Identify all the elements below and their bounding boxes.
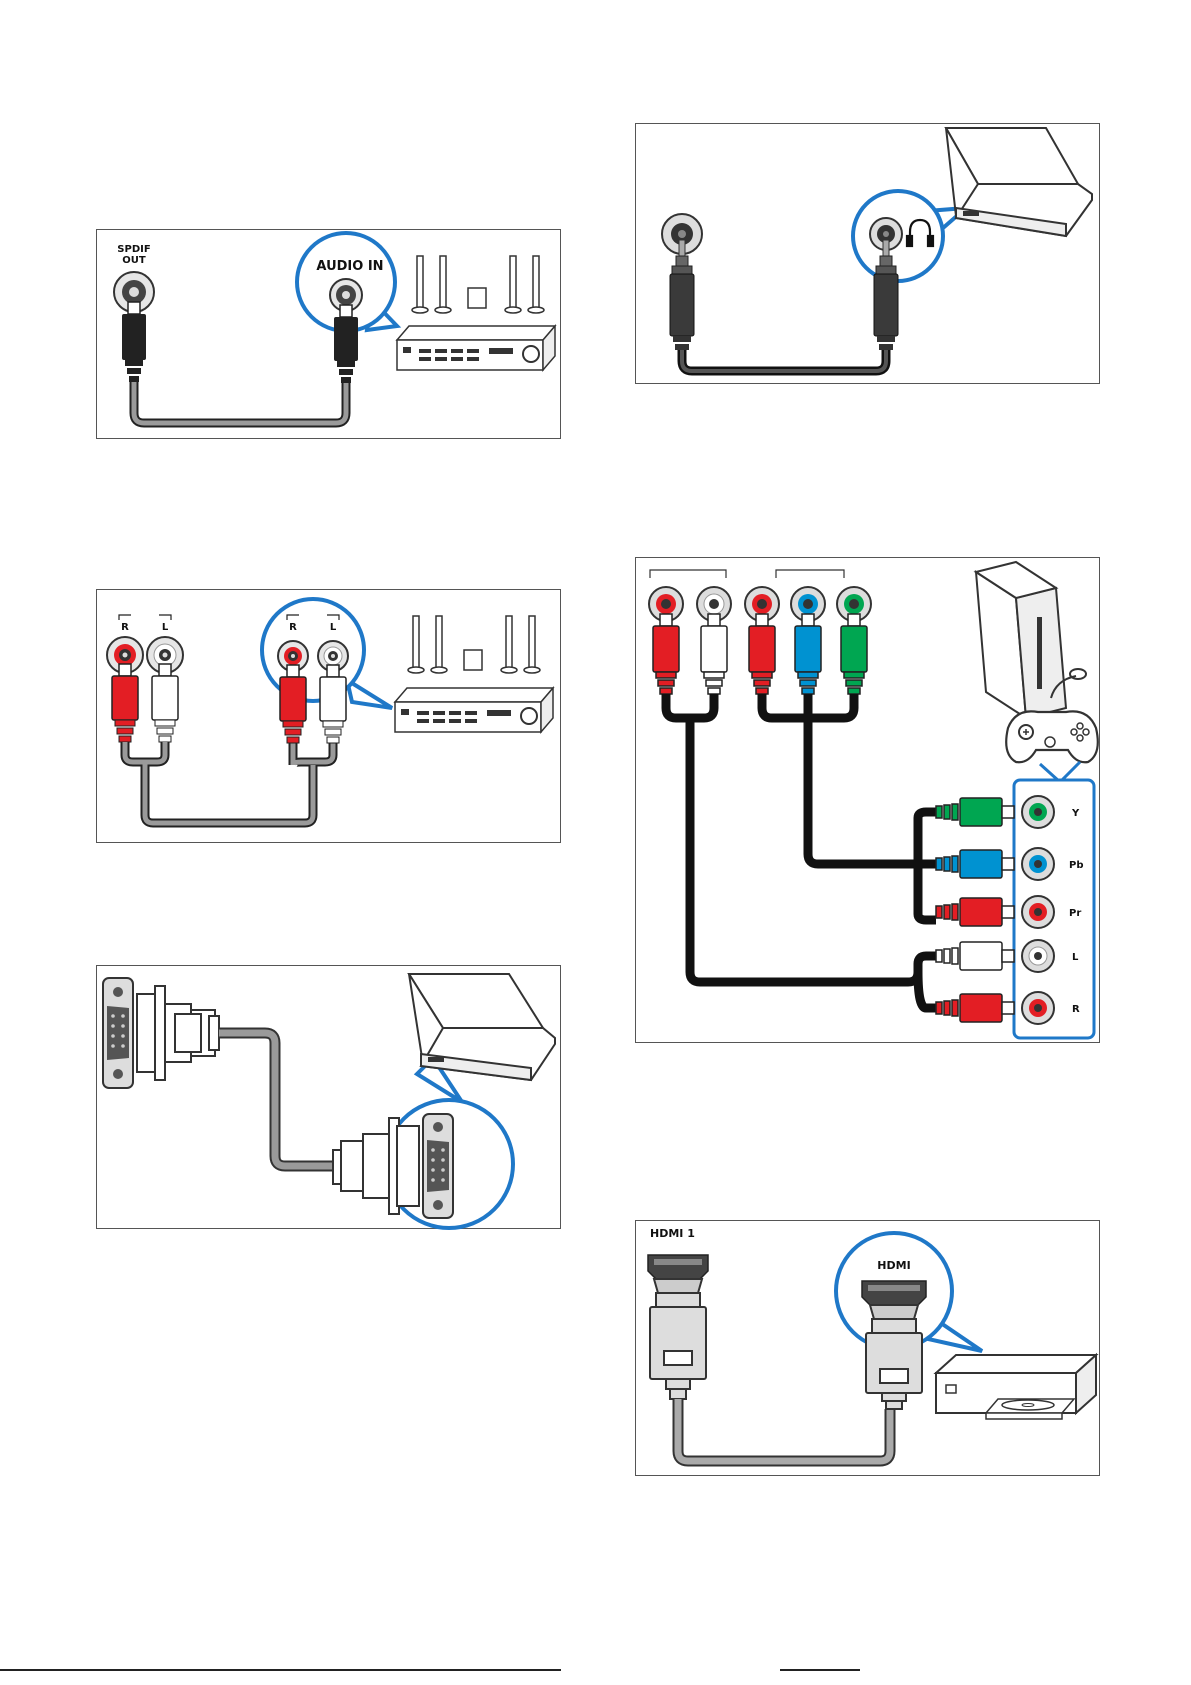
tv-component-plugs: [653, 614, 867, 694]
dev-white-plug-icon: [320, 665, 346, 743]
tv-mini-plug-icon: [670, 240, 694, 350]
headphone-diagram-panel: [635, 123, 1100, 384]
tv-r-label: R: [121, 622, 129, 633]
dev-red-plug-icon: [280, 665, 306, 743]
red-plug-icon: [749, 614, 775, 694]
vga-cable-inner: [219, 1033, 335, 1166]
component-diagram-panel: Y Pb Pr L R: [635, 557, 1100, 1043]
speaker-set-icon: [412, 256, 544, 313]
tv-vga-plug-icon: [137, 986, 219, 1080]
hdmi-diagram-panel: HDMI 1 HDMI: [635, 1220, 1100, 1476]
speaker-set-icon: [408, 616, 540, 673]
hdmi-cable-inner: [678, 1399, 890, 1461]
console-pb-jack-icon: [1022, 848, 1054, 880]
port-label-l: L: [1072, 952, 1079, 963]
spdif-label-2: OUT: [122, 255, 146, 266]
tv-hdmi-plug-icon: [650, 1279, 706, 1399]
headphone-diagram: [636, 124, 1101, 385]
spdif-label-1: SPDIF: [117, 244, 150, 255]
console-l-jack-icon: [1022, 940, 1054, 972]
tv-hdmi-port-icon: [648, 1255, 708, 1279]
spdif-diagram-panel: SPDIF OUT AUDIO IN: [96, 229, 561, 439]
tv-l-label: L: [162, 622, 169, 633]
laptop-icon: [409, 974, 555, 1080]
dev-l-label: L: [330, 622, 337, 633]
audio-rl-cable: [125, 742, 333, 823]
audio-in-label: AUDIO IN: [316, 259, 383, 274]
hdmi-cable: [678, 1399, 890, 1461]
tv-red-plug-icon: [112, 664, 138, 742]
port-label-pr: Pr: [1069, 908, 1081, 919]
tv-white-plug-icon: [152, 664, 178, 742]
laptop-vga-plug-icon: [333, 1118, 419, 1214]
red-plug-icon: [936, 898, 1014, 926]
spdif-cable-inner: [134, 382, 346, 423]
left-rca-plug-icon: [122, 302, 146, 382]
av-receiver-icon: [395, 688, 553, 732]
device-hdmi-port-icon: [862, 1281, 926, 1305]
component-cables: [666, 694, 936, 1008]
av-receiver-icon: [397, 326, 555, 370]
port-label-y: Y: [1071, 808, 1080, 819]
hdmi-diagram: HDMI 1 HDMI: [636, 1221, 1101, 1477]
console-pr-jack-icon: [1022, 896, 1054, 928]
device-hdmi-label: HDMI: [877, 1259, 910, 1272]
footer-rule-left: [0, 1669, 561, 1671]
blue-plug-icon: [936, 850, 1014, 878]
laptop-vga-port-icon: [423, 1114, 453, 1218]
red-plug-icon: [653, 614, 679, 694]
white-plug-icon: [701, 614, 727, 694]
port-label-pb: Pb: [1069, 860, 1084, 871]
console-y-jack-icon: [1022, 796, 1054, 828]
white-plug-icon: [936, 942, 1014, 970]
footer-rule-right: [780, 1669, 860, 1671]
blue-plug-icon: [795, 614, 821, 694]
port-label-r: R: [1072, 1004, 1080, 1015]
green-plug-icon: [841, 614, 867, 694]
device-hdmi-plug-icon: [866, 1305, 922, 1409]
spdif-cable: [134, 382, 346, 423]
headphone-cable: [682, 350, 886, 371]
console-r-jack-icon: [1022, 992, 1054, 1024]
dev-r-label: R: [289, 622, 297, 633]
dvd-player-icon: [936, 1355, 1096, 1419]
component-diagram: Y Pb Pr L R: [636, 558, 1101, 1044]
green-plug-icon: [936, 798, 1014, 826]
tv-vga-port-icon: [103, 978, 133, 1088]
laptop-icon: [946, 128, 1092, 236]
vga-diagram-panel: [96, 965, 561, 1229]
console-side-plugs: [936, 798, 1014, 1022]
spdif-diagram: SPDIF OUT AUDIO IN: [97, 230, 562, 440]
audio-rl-diagram-panel: R L: [96, 589, 561, 843]
vga-diagram: [97, 966, 562, 1230]
red-plug-icon: [936, 994, 1014, 1022]
tv-hdmi-label: HDMI 1: [650, 1227, 695, 1240]
audio-rl-diagram: R L: [97, 590, 562, 844]
